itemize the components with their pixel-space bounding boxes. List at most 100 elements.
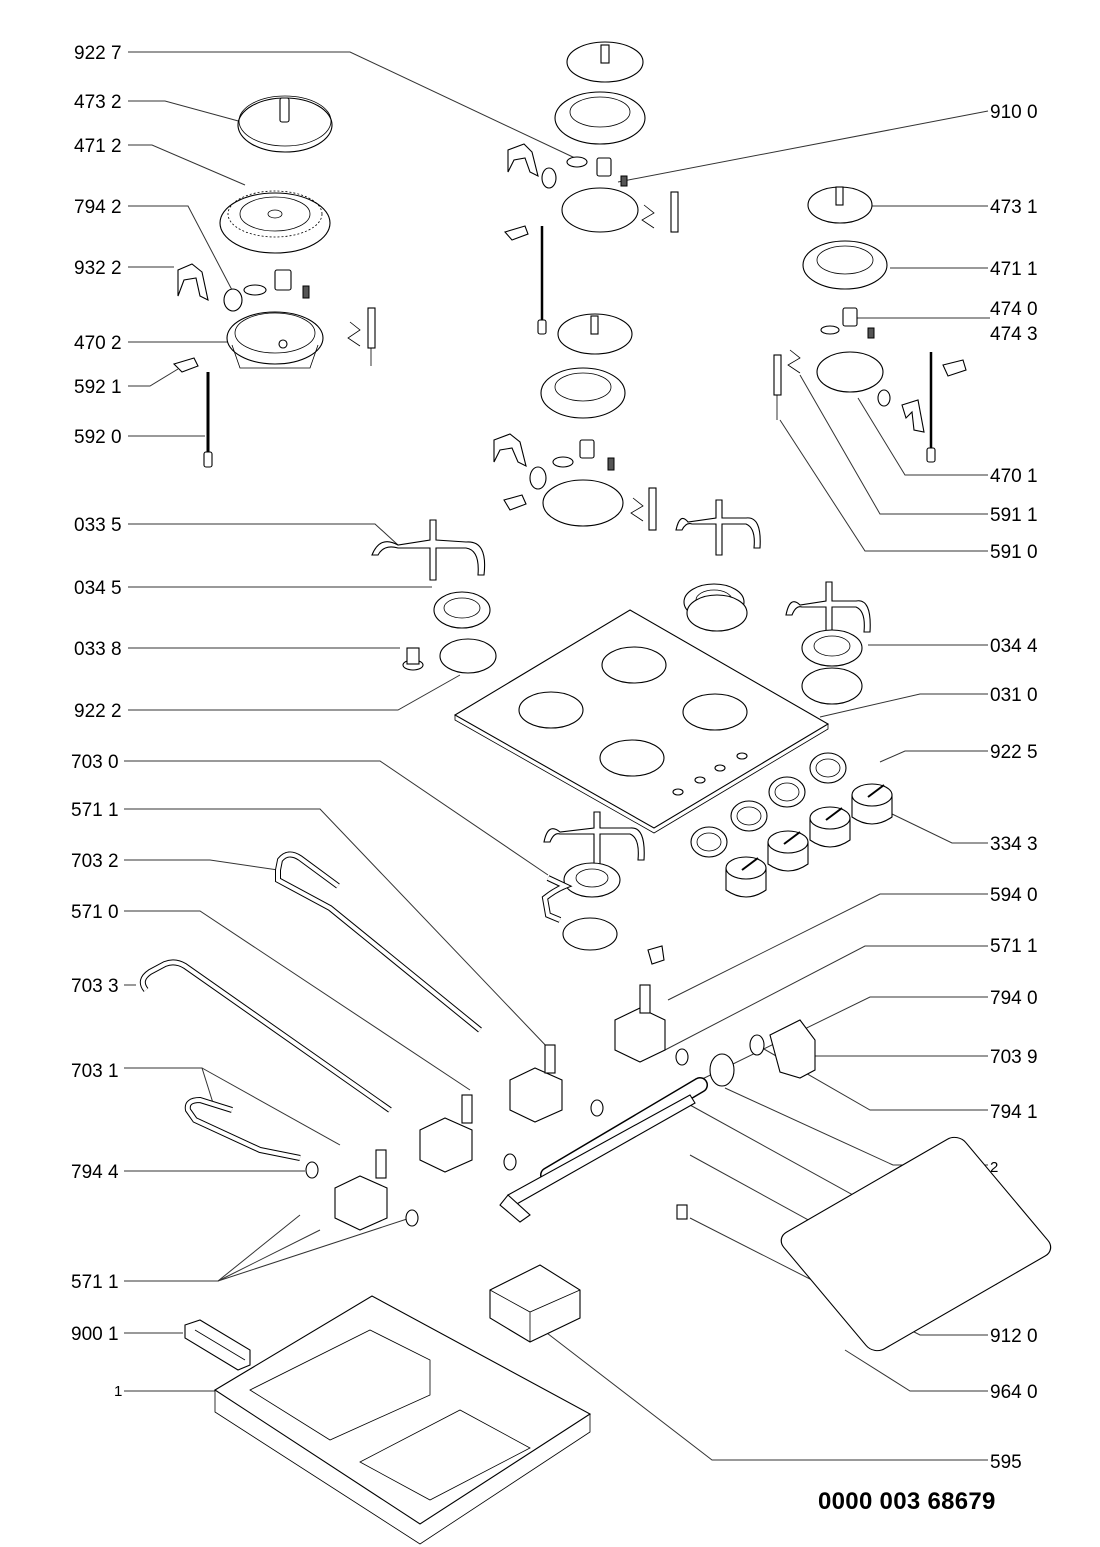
callout-471-1: 471 1 xyxy=(990,259,1038,280)
injector xyxy=(596,157,612,177)
screw xyxy=(302,285,310,299)
leader-910-0 xyxy=(617,110,989,183)
document-number: 0000 003 68679 xyxy=(818,1488,996,1515)
callout-474-0: 474 0 xyxy=(990,299,1038,320)
leader-594-0 xyxy=(667,893,988,1001)
callout-922-2: 922 2 xyxy=(74,701,122,722)
gas-valves xyxy=(305,945,689,1231)
seal-ring xyxy=(541,167,557,189)
spring-clip-591-1 xyxy=(787,349,801,374)
callout-703-2: 703 2 xyxy=(71,851,119,872)
callout-794-1: 794 1 xyxy=(990,1102,1038,1123)
burner-base xyxy=(561,187,639,233)
pan-support-rear xyxy=(675,499,761,556)
leader-922-5 xyxy=(879,750,988,763)
gas-valve-571-1-right xyxy=(614,945,666,1063)
callout-571-1-b: 571 1 xyxy=(71,1272,119,1293)
thermocouple-clip xyxy=(503,494,527,511)
clip xyxy=(507,143,539,178)
burner-assembly-large xyxy=(172,95,376,468)
leader-703-2 xyxy=(124,859,279,871)
flame-spreader xyxy=(540,367,626,419)
ignition-module-595 xyxy=(489,1264,581,1343)
leader-595 xyxy=(529,1319,988,1461)
seal-ring xyxy=(503,1153,517,1171)
seal-ring xyxy=(590,1099,604,1117)
callout-1: 1 xyxy=(114,1383,122,1400)
callout-2: 2 xyxy=(990,1159,998,1176)
seal-ring-922-2 xyxy=(439,638,497,674)
burner-assembly-center xyxy=(493,313,657,531)
burner-assembly-small xyxy=(773,186,967,463)
gas-pipe-703-1 xyxy=(184,1096,301,1161)
ignition-electrode xyxy=(670,191,679,233)
spring-clip xyxy=(630,497,644,522)
leader-922-2 xyxy=(128,674,461,711)
callout-034-5: 034 5 xyxy=(74,578,122,599)
callout-474-3: 474 3 xyxy=(990,324,1038,345)
screw xyxy=(607,457,615,471)
leader-031-0 xyxy=(819,693,988,718)
callout-703-0: 703 0 xyxy=(71,752,119,773)
spring-clip xyxy=(347,321,361,347)
leader-470-1 xyxy=(857,397,988,476)
burner-ring xyxy=(563,862,621,898)
callout-703-3: 703 3 xyxy=(71,976,119,997)
callout-932-2: 932 2 xyxy=(74,258,122,279)
seal-ring xyxy=(877,389,891,407)
callout-912-0: 912 0 xyxy=(990,1326,1038,1347)
callout-591-0: 591 0 xyxy=(990,542,1038,563)
clip xyxy=(901,399,925,433)
callout-703-9: 703 9 xyxy=(990,1047,1038,1068)
seal-ring xyxy=(686,594,748,632)
seal-ring xyxy=(562,917,618,951)
injector-nozzle xyxy=(274,269,292,291)
leader-473-2 xyxy=(128,100,243,123)
thermocouple-clip-592-1 xyxy=(172,357,199,373)
gas-valve-571-1-left xyxy=(334,1149,388,1231)
clip-932-2 xyxy=(177,263,209,302)
washer xyxy=(243,284,267,296)
leader-912-0 xyxy=(689,1217,988,1336)
callout-031-0: 031 0 xyxy=(990,685,1038,706)
right-callouts: 910 0 473 1 471 1 474 0 474 3 470 1 591 … xyxy=(990,102,1038,1473)
clamp-900-1 xyxy=(184,1319,251,1371)
leader-591-1 xyxy=(799,374,988,515)
leader-922-7 xyxy=(128,51,576,159)
hob-top-031-0 xyxy=(453,609,830,834)
flame-spreader-471-1 xyxy=(802,240,888,290)
callout-571-1-c: 571 1 xyxy=(990,936,1038,957)
flame-spreader-471-2 xyxy=(219,190,331,254)
seal-ring-794-2 xyxy=(223,288,243,312)
seal-ring-794-0 xyxy=(675,1048,689,1066)
leader-964-0 xyxy=(844,1349,988,1392)
burner-assembly-rear-right xyxy=(504,41,679,335)
burner-ring-034-4 xyxy=(801,629,863,667)
microswitch-594-0 xyxy=(647,945,665,965)
nut-2 xyxy=(709,1053,735,1087)
callout-571-0: 571 0 xyxy=(71,902,119,923)
elbow-connector-703-9 xyxy=(769,1019,816,1079)
screw-912-0 xyxy=(676,1204,688,1220)
screw-474-3 xyxy=(867,327,875,339)
callout-794-0: 794 0 xyxy=(990,988,1038,1009)
gas-valve-571-0 xyxy=(419,1094,473,1173)
seal-ring-794-1 xyxy=(749,1034,765,1056)
callout-470-2: 470 2 xyxy=(74,333,122,354)
knob-bezels-922-5 xyxy=(690,752,847,858)
pan-support-033-5 xyxy=(371,519,486,581)
callout-592-0: 592 0 xyxy=(74,427,122,448)
gas-pipes xyxy=(139,851,573,1161)
flame-spreader xyxy=(554,91,646,145)
burner-base-470-1 xyxy=(816,351,884,393)
screw-910-0 xyxy=(620,175,628,187)
leader-591-0 xyxy=(779,419,988,552)
leader-703-0 xyxy=(124,760,549,876)
callout-794-2: 794 2 xyxy=(74,197,122,218)
callout-591-1: 591 1 xyxy=(990,505,1038,526)
washer-922-7 xyxy=(566,156,588,168)
injector-474-0 xyxy=(842,307,858,327)
gas-valve-571-1-center xyxy=(509,1044,563,1123)
seal-ring xyxy=(801,667,863,705)
callout-703-1: 703 1 xyxy=(71,1061,119,1082)
